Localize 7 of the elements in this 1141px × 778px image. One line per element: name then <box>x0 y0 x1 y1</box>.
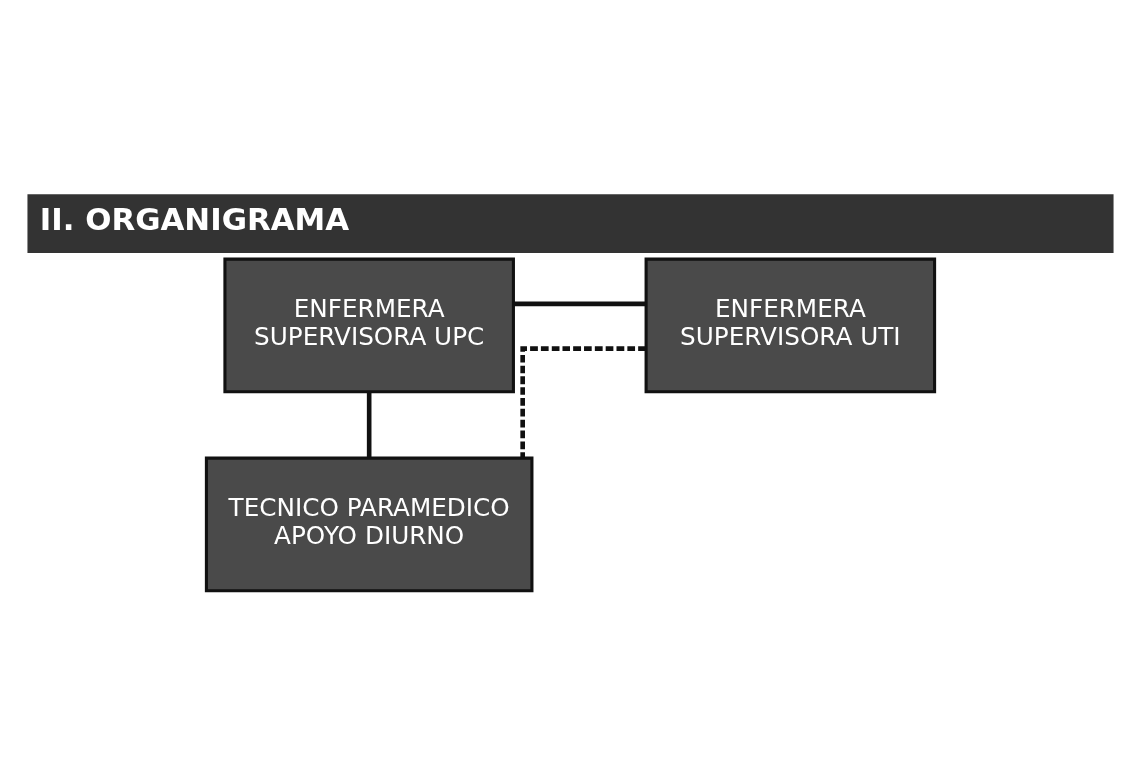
node-box: ENFERMERA SUPERVISORA UTI <box>644 257 937 393</box>
node-box: TECNICO PARAMEDICO APOYO DIURNO <box>204 456 534 592</box>
connector <box>366 391 372 457</box>
node-box: ENFERMERA SUPERVISORA UPC <box>223 257 515 393</box>
diagram-title: II. ORGANIGRAMA <box>39 200 350 237</box>
connector <box>513 301 646 306</box>
connector <box>520 345 646 458</box>
